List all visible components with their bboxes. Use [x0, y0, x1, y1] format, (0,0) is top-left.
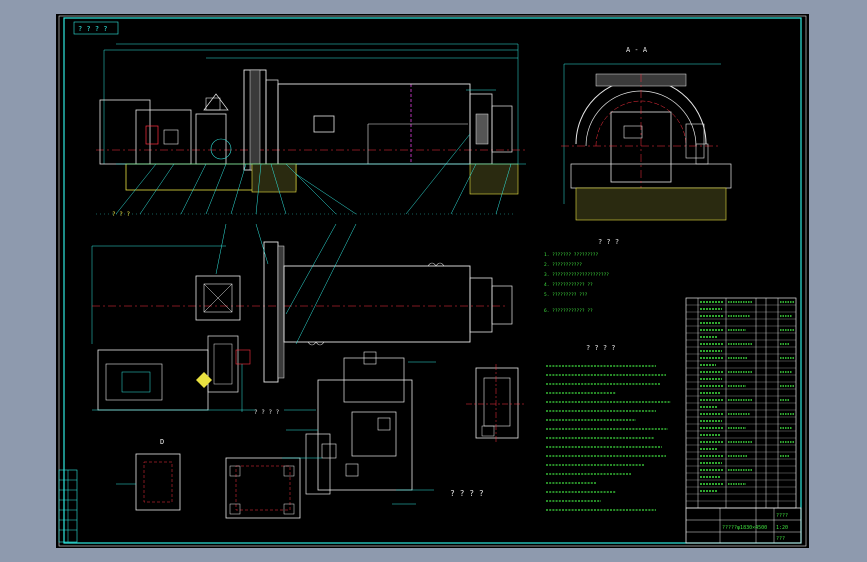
- corner-label: ? ? ? ?: [78, 25, 108, 33]
- border-frame: [58, 15, 807, 547]
- section-foundation: [575, 187, 727, 221]
- technical-notes: ? ? ? 1. ??????? ????????? 2. ??????????…: [450, 238, 671, 511]
- manhole: [313, 115, 335, 133]
- drawing-sheet: ? ? ? ?: [56, 14, 809, 548]
- detail-label: D: [160, 438, 164, 446]
- bearing-label: ? ? ? ?: [254, 409, 280, 416]
- note-line-3: 3. ?????????????????????: [544, 272, 609, 278]
- front-elevation: ? ? ?: [96, 43, 526, 218]
- secondary-heading: ? ? ? ?: [586, 344, 616, 352]
- discharge-foundation: [469, 163, 519, 195]
- cad-drawing: ? ? ? ?: [58, 15, 807, 547]
- drawing-scale: 1:20: [776, 525, 788, 531]
- parts-list: [685, 297, 797, 509]
- note-line-6: 6. ???????????? ??: [544, 308, 593, 314]
- corner-title: ? ? ? ?: [450, 489, 484, 498]
- note-line-5: 5. ????????? ???: [544, 292, 588, 298]
- note-line-2: 2. ???????????: [544, 262, 582, 268]
- motor-body: [99, 99, 151, 165]
- note-line-1: 1. ??????? ?????????: [544, 252, 598, 258]
- detail-d: D: [116, 438, 181, 511]
- foundation-plan: [225, 351, 526, 519]
- plan-view: ? ? ? ?: [91, 223, 513, 416]
- corner-label-box: [73, 21, 119, 35]
- side-section-view: A - A: [561, 46, 732, 221]
- outer-frame: [63, 17, 802, 544]
- section-label: A - A: [626, 46, 648, 54]
- drawing-name: ?????φ1830×4500: [722, 525, 767, 531]
- left-stamp-strip: [58, 469, 78, 543]
- title-block: ?????φ1830×4500 ???? 1:20 ???: [685, 507, 802, 544]
- note-line-4: 4. ???????????? ??: [544, 282, 593, 288]
- sheet-number: ???: [776, 536, 785, 542]
- motor-label: ? ? ?: [112, 211, 130, 218]
- drawing-code: ????: [776, 513, 788, 519]
- drive-base: [97, 349, 209, 411]
- main-title-label: ? ? ?: [598, 238, 619, 246]
